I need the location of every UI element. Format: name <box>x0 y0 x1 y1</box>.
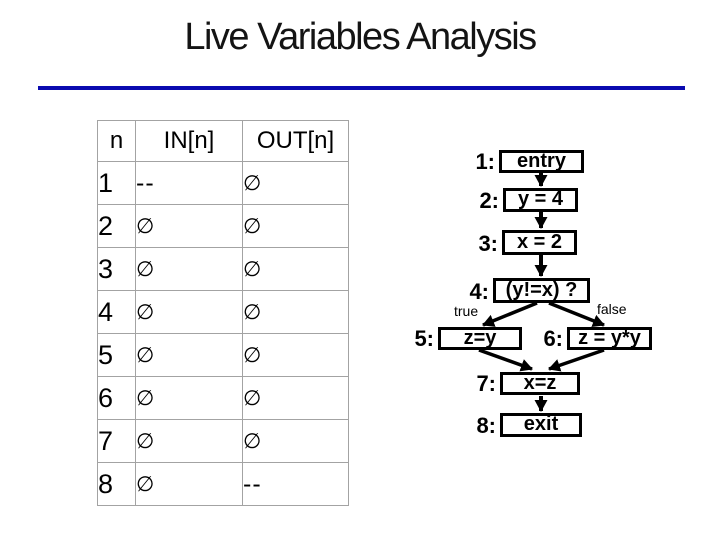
flow-node-exit: exit <box>500 413 582 437</box>
table-header-row: n IN[n] OUT[n] <box>97 120 349 162</box>
table-row: 8 ∅ -- <box>97 462 349 506</box>
cell-n: 5 <box>97 333 136 377</box>
liveness-table: n IN[n] OUT[n] 1 -- ∅ 2 ∅ ∅ 3 ∅ ∅ 4 <box>97 120 349 506</box>
cell-out: ∅ <box>242 290 349 334</box>
cell-n: 7 <box>97 419 136 463</box>
table-row: 2 ∅ ∅ <box>97 204 349 248</box>
cell-out: ∅ <box>242 247 349 291</box>
edge-5-7 <box>478 348 533 372</box>
node-number-5: 5: <box>414 326 434 351</box>
cell-out: ∅ <box>242 419 349 463</box>
cell-in: ∅ <box>135 333 243 377</box>
edge-4-6-false <box>548 301 605 327</box>
cell-in: ∅ <box>135 462 243 506</box>
header-in: IN[n] <box>135 120 243 162</box>
flow-node-x-z: x=z <box>500 372 580 395</box>
branch-label-false: false <box>597 301 627 317</box>
edge-4-5-true <box>482 301 538 327</box>
cell-in: ∅ <box>135 419 243 463</box>
table-row: 5 ∅ ∅ <box>97 333 349 377</box>
table-row: 7 ∅ ∅ <box>97 419 349 463</box>
header-out: OUT[n] <box>242 120 349 162</box>
cell-in: ∅ <box>135 290 243 334</box>
flow-node-y-assign: y = 4 <box>503 188 578 212</box>
node-number-2: 2: <box>479 188 499 213</box>
table-row: 6 ∅ ∅ <box>97 376 349 420</box>
cell-n: 1 <box>97 161 136 205</box>
node-number-4: 4: <box>469 279 489 304</box>
node-number-1: 1: <box>475 149 495 174</box>
flow-node-entry: entry <box>499 150 584 173</box>
node-number-8: 8: <box>476 413 496 438</box>
node-number-3: 3: <box>478 231 498 256</box>
cell-out: ∅ <box>242 333 349 377</box>
node-number-6: 6: <box>543 326 563 351</box>
table-row: 1 -- ∅ <box>97 161 349 205</box>
header-n: n <box>97 120 136 162</box>
cell-in: ∅ <box>135 204 243 248</box>
flow-node-x-assign: x = 2 <box>502 230 577 255</box>
cell-n: 2 <box>97 204 136 248</box>
cell-n: 3 <box>97 247 136 291</box>
cell-out: -- <box>242 462 349 506</box>
cell-n: 6 <box>97 376 136 420</box>
cell-in: ∅ <box>135 247 243 291</box>
flow-node-z-square: z = y*y <box>567 327 652 350</box>
table-row: 4 ∅ ∅ <box>97 290 349 334</box>
page-title: Live Variables Analysis <box>184 16 537 58</box>
edge-6-7 <box>548 348 605 372</box>
flow-node-condition: (y!=x) ? <box>493 278 590 303</box>
branch-label-true: true <box>454 303 479 319</box>
flow-node-z-assign: z=y <box>438 327 522 350</box>
node-number-7: 7: <box>476 371 496 396</box>
cell-in: ∅ <box>135 376 243 420</box>
table-row: 3 ∅ ∅ <box>97 247 349 291</box>
cell-n: 8 <box>97 462 136 506</box>
title-underline <box>38 86 685 90</box>
cell-in: -- <box>135 161 243 205</box>
cell-out: ∅ <box>242 161 349 205</box>
cell-out: ∅ <box>242 204 349 248</box>
cell-n: 4 <box>97 290 136 334</box>
cell-out: ∅ <box>242 376 349 420</box>
